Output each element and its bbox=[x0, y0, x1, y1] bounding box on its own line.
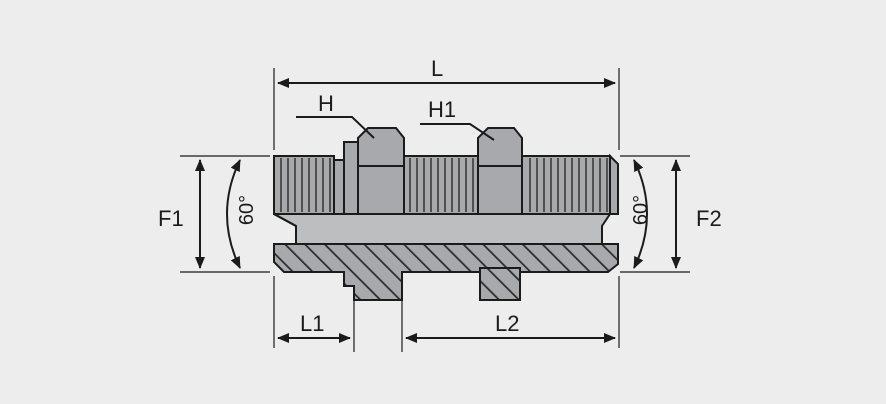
extension-lines bbox=[180, 68, 690, 352]
label-angle-right: 60° bbox=[630, 194, 653, 226]
nut-h bbox=[357, 127, 405, 215]
bore bbox=[273, 213, 612, 245]
fitting-body bbox=[273, 141, 619, 215]
label-f2: F2 bbox=[696, 206, 722, 231]
label-f1: F1 bbox=[158, 206, 184, 231]
left-groove bbox=[333, 159, 345, 215]
nut-h1-section bbox=[479, 267, 521, 301]
label-h1: H1 bbox=[428, 97, 457, 122]
section-hatched bbox=[273, 243, 619, 301]
angle-arc-left bbox=[226, 159, 241, 269]
angle-arc-right bbox=[633, 159, 648, 269]
nut-h1 bbox=[477, 127, 523, 215]
left-thread bbox=[273, 155, 335, 215]
right-chamfer bbox=[609, 153, 619, 215]
label-l1: L1 bbox=[300, 311, 325, 336]
leader-h1 bbox=[420, 123, 495, 141]
leader-h bbox=[296, 116, 375, 139]
dimension-lines bbox=[195, 78, 681, 343]
left-shoulder bbox=[343, 141, 359, 215]
label-angle-left: 60° bbox=[236, 194, 259, 226]
thread-lines bbox=[280, 158, 608, 212]
label-h: H bbox=[318, 91, 334, 116]
label-l2: L2 bbox=[495, 311, 520, 336]
label-l: L bbox=[431, 56, 444, 81]
